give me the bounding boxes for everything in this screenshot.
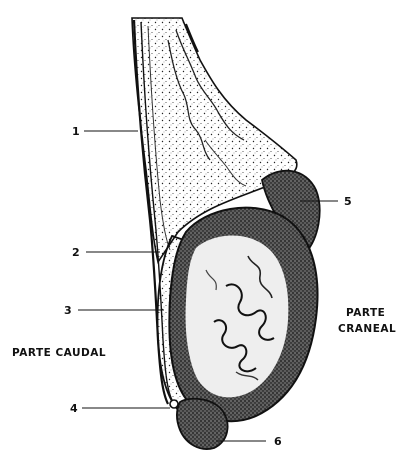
label-2: 2	[72, 246, 80, 259]
label-parte-craneal-line1: PARTE	[346, 307, 385, 319]
label-parte-craneal-line2: CRANEAL	[338, 323, 396, 335]
label-5: 5	[344, 195, 352, 208]
label-4: 4	[70, 402, 78, 415]
testis	[169, 208, 317, 421]
label-6: 6	[274, 435, 282, 448]
label-parte-caudal: PARTE CAUDAL	[12, 347, 106, 359]
label-1: 1	[72, 125, 80, 138]
label-3: 3	[64, 304, 72, 317]
